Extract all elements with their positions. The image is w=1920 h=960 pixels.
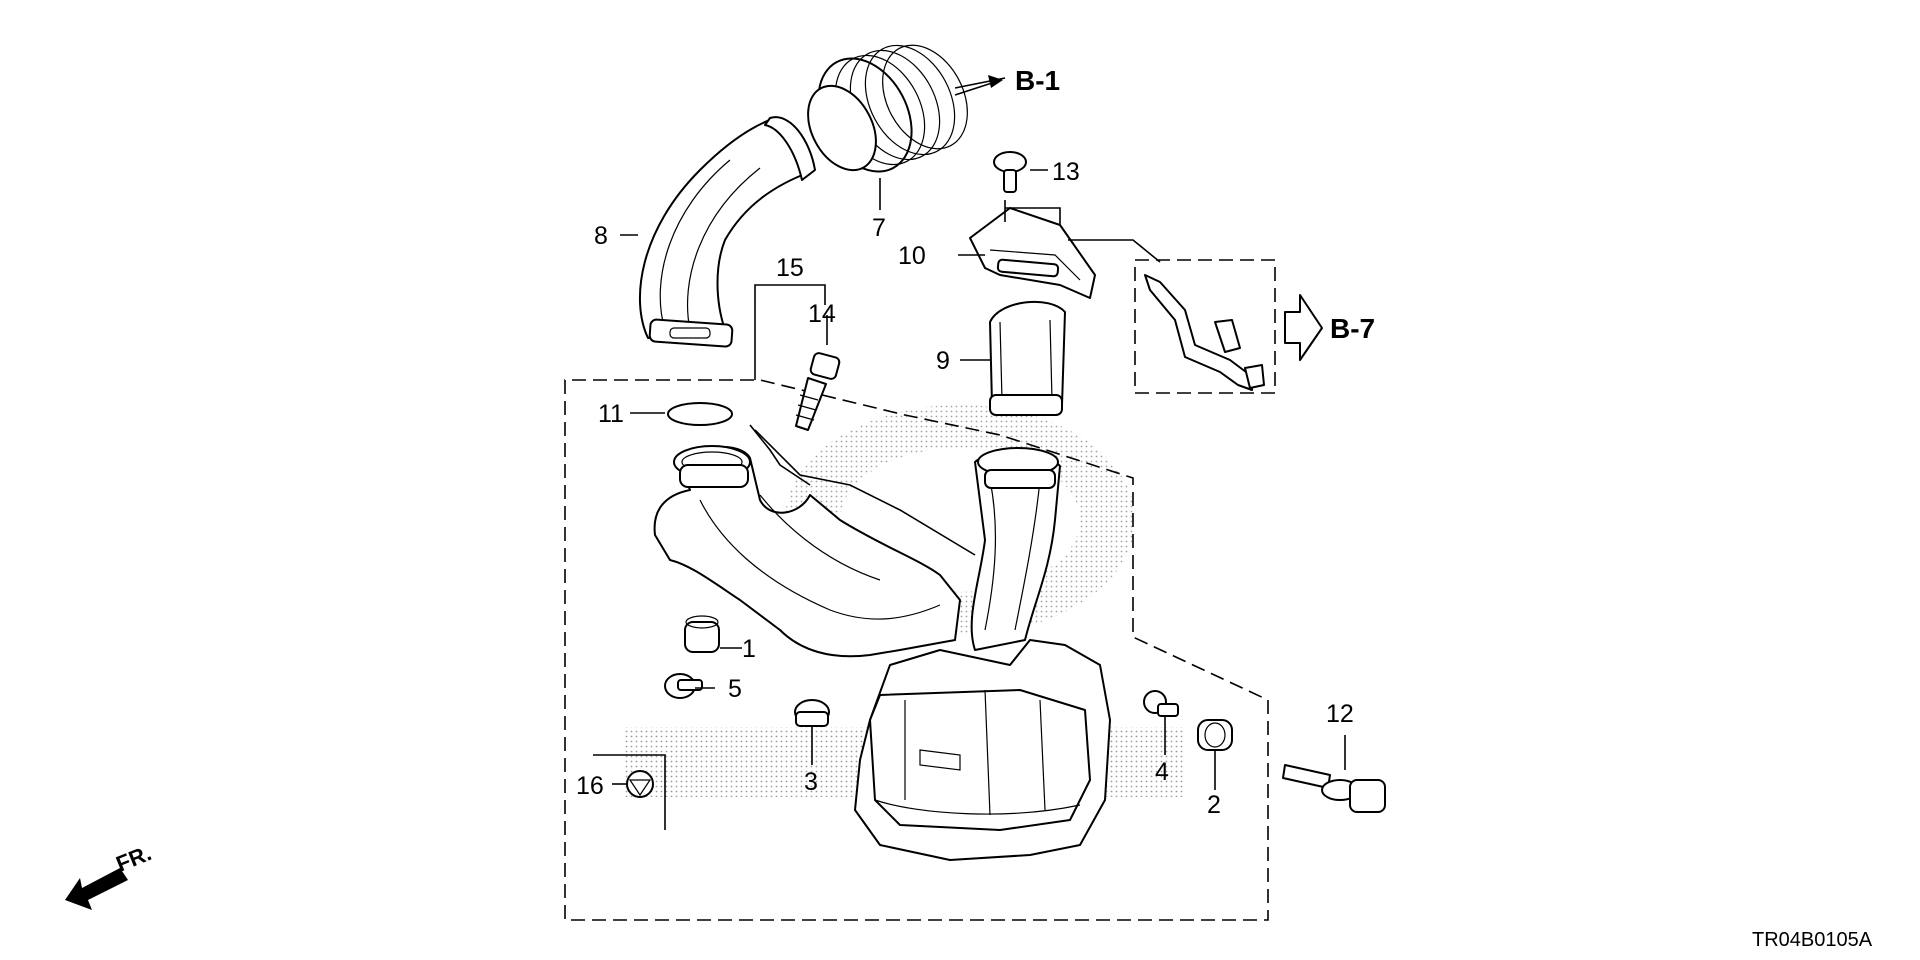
intake-elbow-tube xyxy=(638,116,816,348)
callout-14: 14 xyxy=(808,300,836,328)
intake-bellows xyxy=(807,44,968,173)
callout-15: 15 xyxy=(776,254,804,282)
front-arrow-icon xyxy=(65,868,128,910)
bracket xyxy=(969,207,1096,299)
clip-13 xyxy=(993,151,1027,193)
callout-9: 9 xyxy=(936,347,950,375)
clip-5 xyxy=(664,673,703,699)
ref-b7: B-7 xyxy=(1330,313,1375,344)
callout-2: 2 xyxy=(1207,791,1221,819)
callout-10: 10 xyxy=(898,242,926,270)
grommet-2 xyxy=(1197,719,1233,751)
cap-3 xyxy=(794,699,830,727)
callout-1: 1 xyxy=(742,635,756,663)
clip-16 xyxy=(626,770,654,798)
callout-13: 13 xyxy=(1052,158,1080,186)
resonator-assembly xyxy=(653,445,1111,861)
diagram-code: TR04B0105A xyxy=(1752,929,1873,951)
callout-11: 11 xyxy=(598,400,624,428)
air-duct xyxy=(989,300,1066,416)
callout-labels: 1 2 3 4 5 7 8 9 10 11 12 13 14 15 16 xyxy=(576,158,1354,819)
stay-box xyxy=(1134,259,1276,394)
callout-16: 16 xyxy=(576,772,604,800)
callout-4: 4 xyxy=(1155,758,1169,786)
o-ring xyxy=(667,402,733,426)
clip-4 xyxy=(1143,690,1179,717)
b1-arrow-icon xyxy=(954,75,1003,96)
bolt-14 xyxy=(795,352,841,431)
front-label: FR. xyxy=(113,840,155,876)
ref-b1: B-1 xyxy=(1015,65,1060,96)
callout-3: 3 xyxy=(804,768,818,796)
callout-7: 7 xyxy=(872,214,886,242)
callout-8: 8 xyxy=(594,222,608,250)
leader-lines xyxy=(593,77,1346,830)
bolt-12 xyxy=(1282,764,1386,813)
b7-arrow-icon xyxy=(1284,294,1323,361)
grommet-1 xyxy=(684,615,720,653)
callout-12: 12 xyxy=(1326,700,1354,728)
callout-5: 5 xyxy=(728,675,742,703)
assembly-outline xyxy=(564,379,1269,921)
stay xyxy=(1144,274,1265,391)
